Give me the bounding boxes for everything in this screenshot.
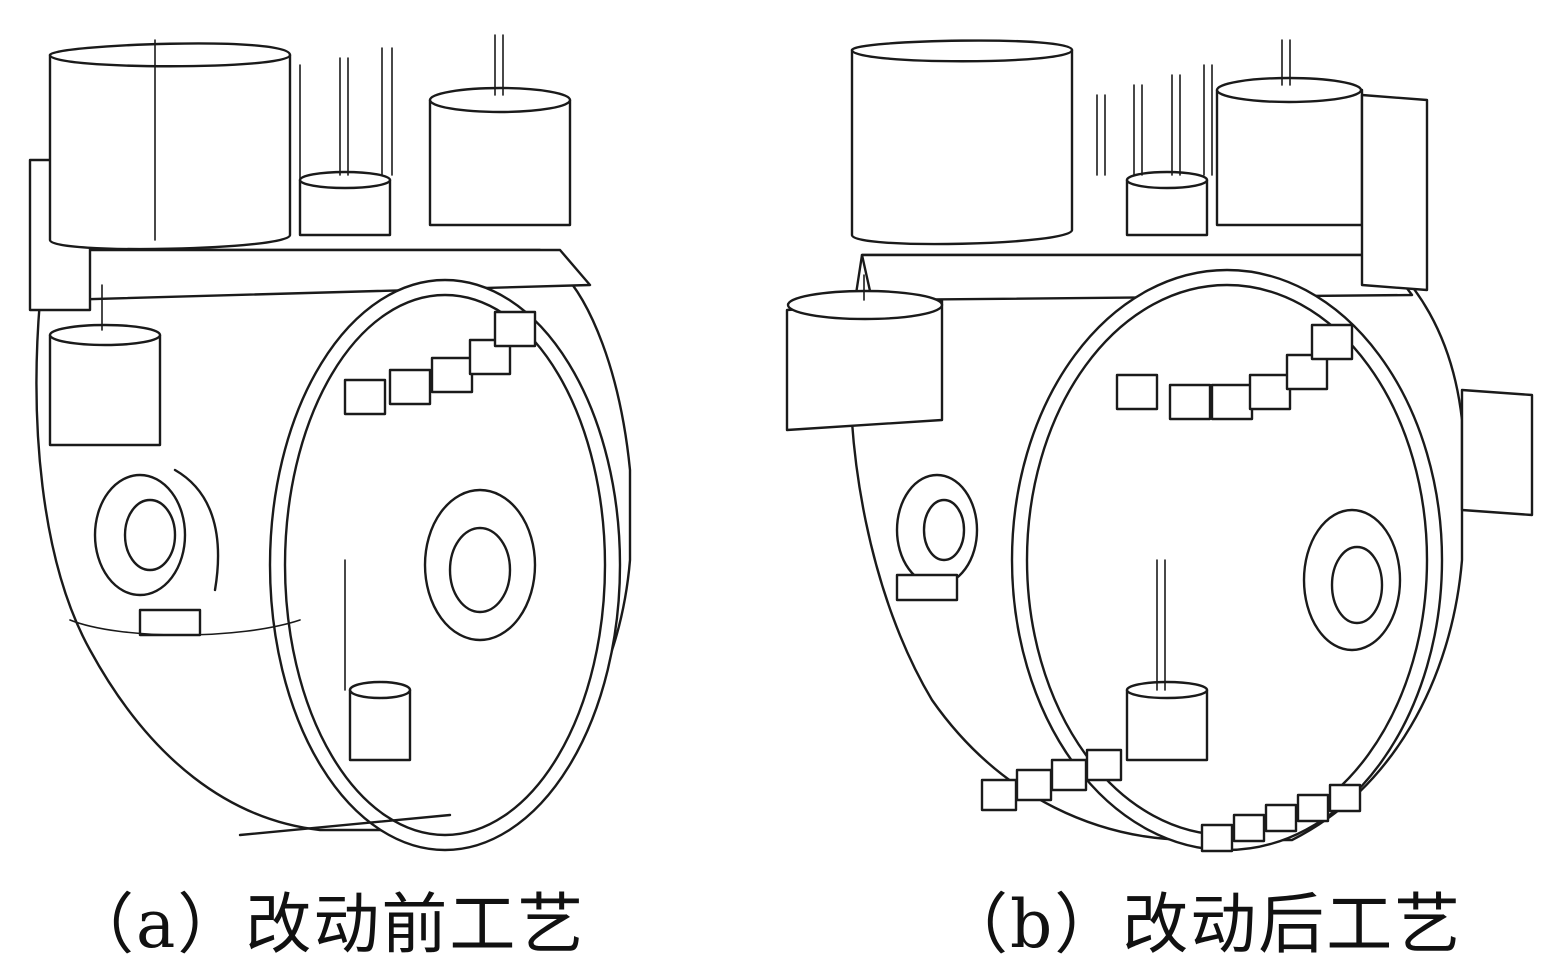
caption-b: （b）改动后工艺 <box>942 886 1463 963</box>
panel-b: （b）改动后工艺 <box>772 0 1544 976</box>
caption-a: （a）改动前工艺 <box>68 886 586 963</box>
panel-a: （a）改动前工艺 <box>0 0 772 976</box>
part-drawing-before <box>28 34 632 852</box>
part-drawing-after <box>785 39 1534 853</box>
